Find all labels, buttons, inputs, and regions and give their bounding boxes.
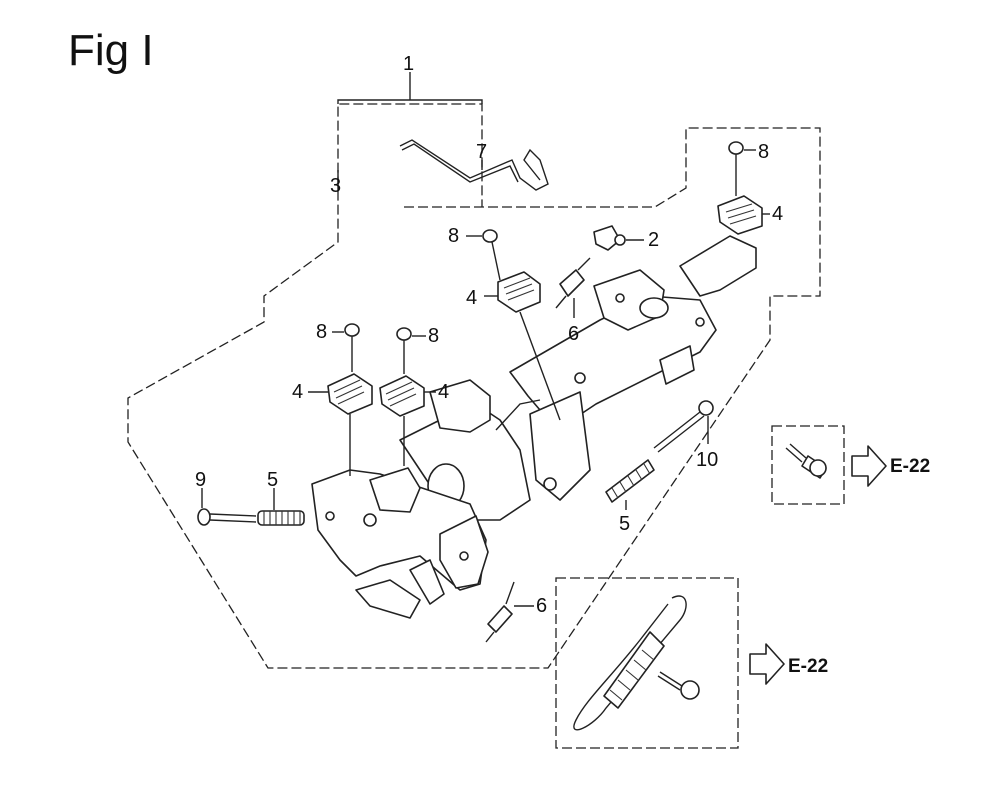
governor-rod [399, 139, 549, 191]
assembly-boundary [127, 103, 821, 669]
clip-left-2 [379, 375, 425, 417]
callout-1: 1 [403, 53, 414, 75]
spring-5-right [605, 459, 655, 503]
reference-box-lower [555, 577, 739, 749]
callout-4-top-right: 4 [772, 203, 783, 225]
reference-bolt-upper [785, 443, 827, 479]
clip-left-1 [327, 373, 373, 415]
callout-5-left: 5 [267, 469, 278, 491]
reference-box-upper [771, 425, 845, 505]
leader-clip-center-down [519, 311, 561, 421]
bolt-8-left-2 [396, 327, 412, 374]
spring-5-left [257, 510, 305, 526]
bolt-8-center [482, 229, 501, 281]
callout-8-left-1: 8 [316, 321, 327, 343]
figure-title: Fig I [68, 26, 154, 75]
bolt-8-top-right [728, 141, 744, 196]
reference-label-upper: E-22 [890, 456, 930, 477]
reference-label-lower: E-22 [788, 656, 828, 677]
choke-bracket [311, 467, 489, 619]
callout-4-left-1: 4 [292, 381, 303, 403]
reference-spring-lower [573, 595, 687, 731]
callout-4-center: 4 [466, 287, 477, 309]
spring-6-lower [485, 581, 515, 643]
governor-arm-plate [509, 235, 757, 429]
arrow-right-icon [851, 445, 887, 487]
callout-7: 7 [476, 141, 487, 163]
callout-3: 3 [330, 175, 341, 197]
callout-5-right: 5 [619, 513, 630, 535]
callout-8-top-right: 8 [758, 141, 769, 163]
clip-top-right [717, 195, 763, 235]
bolt-9 [197, 508, 257, 526]
rod-joint [593, 225, 626, 251]
callout-6-upper: 6 [568, 323, 579, 345]
arrow-right-icon [749, 643, 785, 685]
callout-6-lower: 6 [536, 595, 547, 617]
callout-9: 9 [195, 469, 206, 491]
clip-center [497, 271, 541, 313]
callout-4-left-2: 4 [438, 381, 449, 403]
reference-bolt-lower [657, 671, 700, 700]
bolt-10 [653, 400, 714, 453]
callout-8-center: 8 [448, 225, 459, 247]
callout-8-left-2: 8 [428, 325, 439, 347]
callout-10: 10 [696, 449, 718, 471]
spring-6-upper [555, 257, 591, 309]
callout-2: 2 [648, 229, 659, 251]
bolt-8-left-1 [344, 323, 360, 372]
